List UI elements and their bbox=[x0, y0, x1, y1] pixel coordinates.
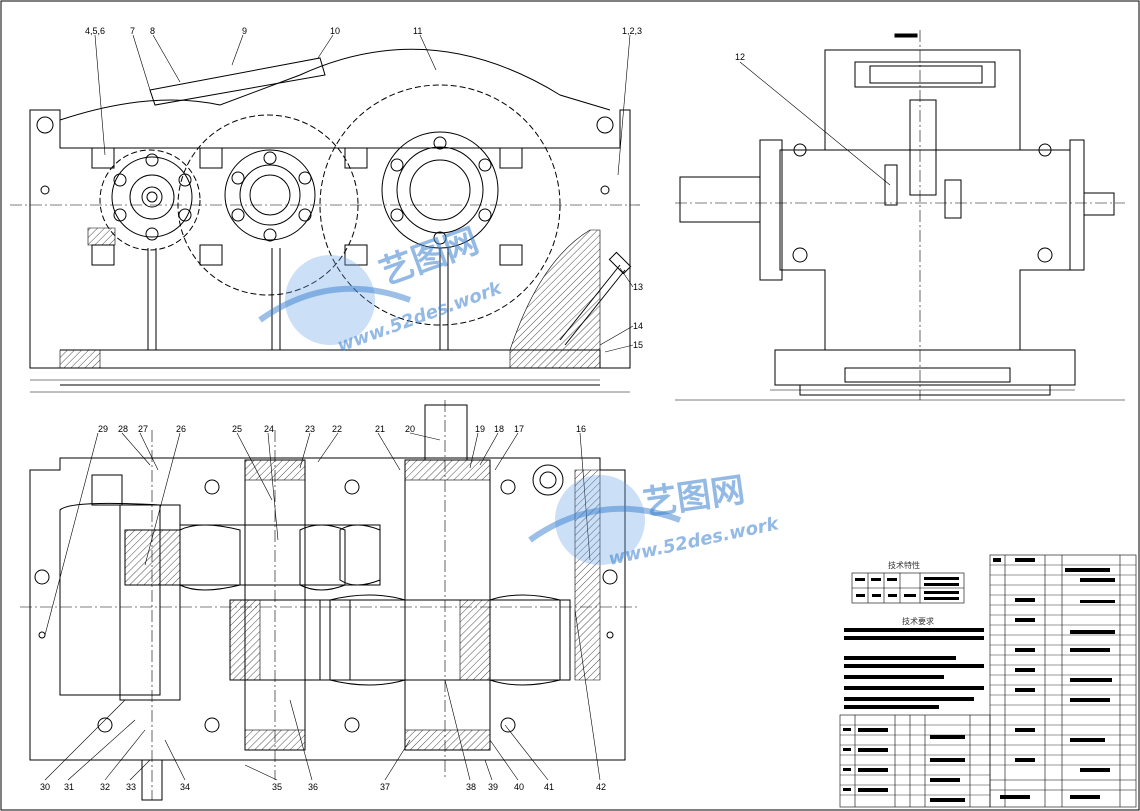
front-view bbox=[10, 48, 640, 393]
callout-label: 21 bbox=[375, 424, 385, 434]
callout-label: 9 bbox=[242, 26, 247, 36]
callout-label: 39 bbox=[488, 782, 498, 792]
side-view bbox=[675, 30, 1125, 401]
callout-label: 19 bbox=[475, 424, 485, 434]
callout-label: 40 bbox=[514, 782, 524, 792]
callout-label: 26 bbox=[176, 424, 186, 434]
callout-label: 42 bbox=[596, 782, 606, 792]
characteristics-table-fill bbox=[855, 577, 959, 600]
callout-label: 1,2,3 bbox=[622, 26, 642, 36]
callout-label: 23 bbox=[305, 424, 315, 434]
callout-label: 11 bbox=[413, 26, 422, 36]
callout-label: 15 bbox=[633, 340, 643, 350]
callout-label: 24 bbox=[264, 424, 274, 434]
callout-label: 30 bbox=[40, 782, 50, 792]
watermark-brand-cn: 艺图网 bbox=[641, 470, 748, 524]
callout-label: 10 bbox=[330, 26, 340, 36]
callout-label: 31 bbox=[64, 782, 74, 792]
callouts-top-left bbox=[94, 34, 891, 353]
characteristics-table bbox=[851, 572, 965, 604]
callout-label: 22 bbox=[332, 424, 342, 434]
callout-label: 20 bbox=[405, 424, 415, 434]
callout-label: 8 bbox=[150, 26, 155, 36]
callout-label: 4,5,6 bbox=[85, 26, 105, 36]
title-block-fill bbox=[843, 558, 1115, 802]
characteristics-title: 技术特性 bbox=[888, 560, 920, 570]
callout-label: 12 bbox=[735, 52, 745, 62]
callout-label: 29 bbox=[98, 424, 108, 434]
callout-label: 41 bbox=[544, 782, 554, 792]
plan-section-view bbox=[20, 400, 640, 801]
watermark-globe-icon bbox=[528, 475, 682, 565]
title-block-rows bbox=[840, 564, 1136, 796]
callout-label: 33 bbox=[126, 782, 136, 792]
callout-label: 13 bbox=[633, 282, 643, 292]
front-view-hatching bbox=[59, 227, 601, 369]
plan-view-hatching bbox=[124, 459, 601, 751]
callout-label: 18 bbox=[494, 424, 504, 434]
requirements-title: 技术要求 bbox=[902, 616, 934, 626]
callout-label: 14 bbox=[633, 321, 643, 331]
callout-label: 17 bbox=[514, 424, 524, 434]
watermark-globe-icon bbox=[258, 255, 412, 345]
callout-label: 38 bbox=[466, 782, 476, 792]
callout-label: 36 bbox=[308, 782, 318, 792]
callout-label: 28 bbox=[118, 424, 128, 434]
callout-label: 32 bbox=[100, 782, 110, 792]
callout-label: 16 bbox=[576, 424, 586, 434]
callout-label: 34 bbox=[180, 782, 190, 792]
requirements-text-blocks bbox=[844, 628, 984, 709]
callouts-bottom bbox=[44, 432, 601, 781]
callout-label: 35 bbox=[272, 782, 282, 792]
callout-label: 7 bbox=[130, 26, 135, 36]
callout-label: 25 bbox=[232, 424, 242, 434]
callout-label: 27 bbox=[138, 424, 148, 434]
callout-label: 37 bbox=[380, 782, 390, 792]
